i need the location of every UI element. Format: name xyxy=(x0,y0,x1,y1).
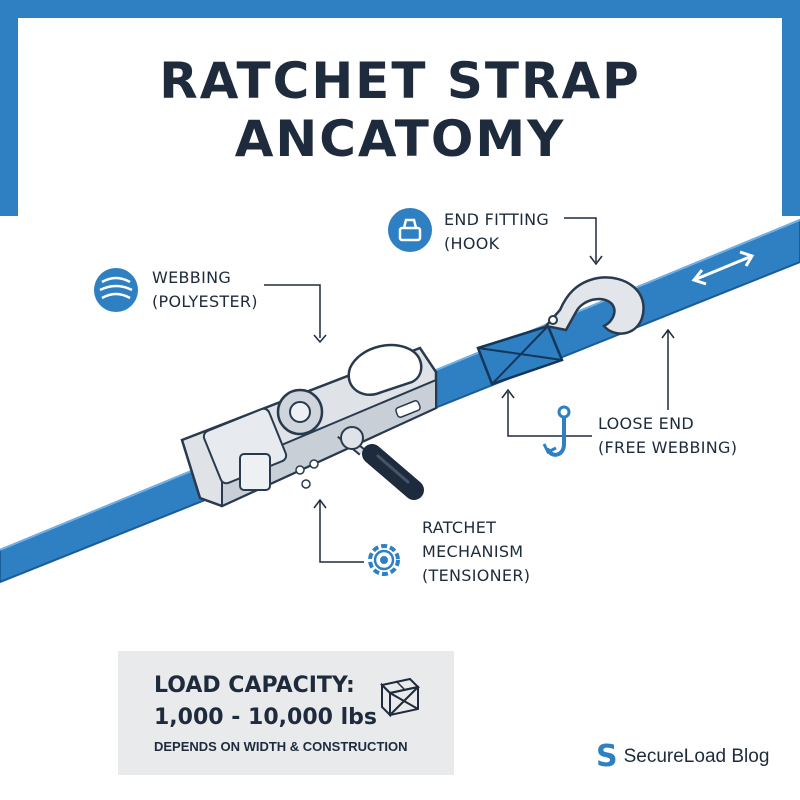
title-frame-inner xyxy=(18,18,782,234)
end-fitting-sublabel: (HOOK xyxy=(444,234,500,253)
end-fitting-label: END FITTING xyxy=(444,210,550,229)
webbing-layers-icon xyxy=(94,268,138,312)
brand-logo-icon: S xyxy=(596,739,618,774)
loose-end-callout: LOOSE END (FREE WEBBING) xyxy=(598,412,737,460)
ratchet-label: RATCHET xyxy=(422,518,497,537)
webbing-callout: WEBBING (POLYESTER) xyxy=(152,266,258,314)
webbing-sublabel: (POLYESTER) xyxy=(152,292,258,311)
leader-lines xyxy=(264,217,675,563)
load-capacity-panel: LOAD CAPACITY: 1,000 - 10,000 lbs DEPEND… xyxy=(118,651,454,775)
webbing-label: WEBBING xyxy=(152,268,232,287)
direction-arrow-icon xyxy=(691,250,755,286)
brand-name: SecureLoad Blog xyxy=(623,746,770,767)
title-frame xyxy=(0,0,800,234)
ratchet-sublabel: (TENSIONER) xyxy=(422,566,531,585)
ratchet-mechanism xyxy=(180,343,438,508)
hook-icon xyxy=(542,405,571,457)
load-capacity-value: 1,000 - 10,000 lbs xyxy=(154,705,377,730)
hook-fitting-icon xyxy=(388,208,432,252)
page-title: RATCHET STRAP ANCATOMY xyxy=(159,52,641,168)
strap-sleeve xyxy=(476,324,564,386)
brand-mark: S SecureLoad Blog xyxy=(596,742,769,772)
ratchet-label-2: MECHANISM xyxy=(422,542,524,561)
ratchet-handle xyxy=(362,444,424,500)
hook-end-fitting xyxy=(543,276,645,335)
ratchet-callout: RATCHET MECHANISM (TENSIONER) xyxy=(422,516,530,588)
gear-icon xyxy=(368,544,400,576)
load-capacity-heading: LOAD CAPACITY: xyxy=(154,673,355,698)
loose-end-sublabel: (FREE WEBBING) xyxy=(598,438,738,457)
loose-end-label: LOOSE END xyxy=(598,414,694,433)
crate-icon xyxy=(379,677,421,718)
end-fitting-callout: END FITTING (HOOK xyxy=(444,208,549,256)
load-capacity-note: DEPENDS ON WIDTH & CONSTRUCTION xyxy=(154,739,408,754)
